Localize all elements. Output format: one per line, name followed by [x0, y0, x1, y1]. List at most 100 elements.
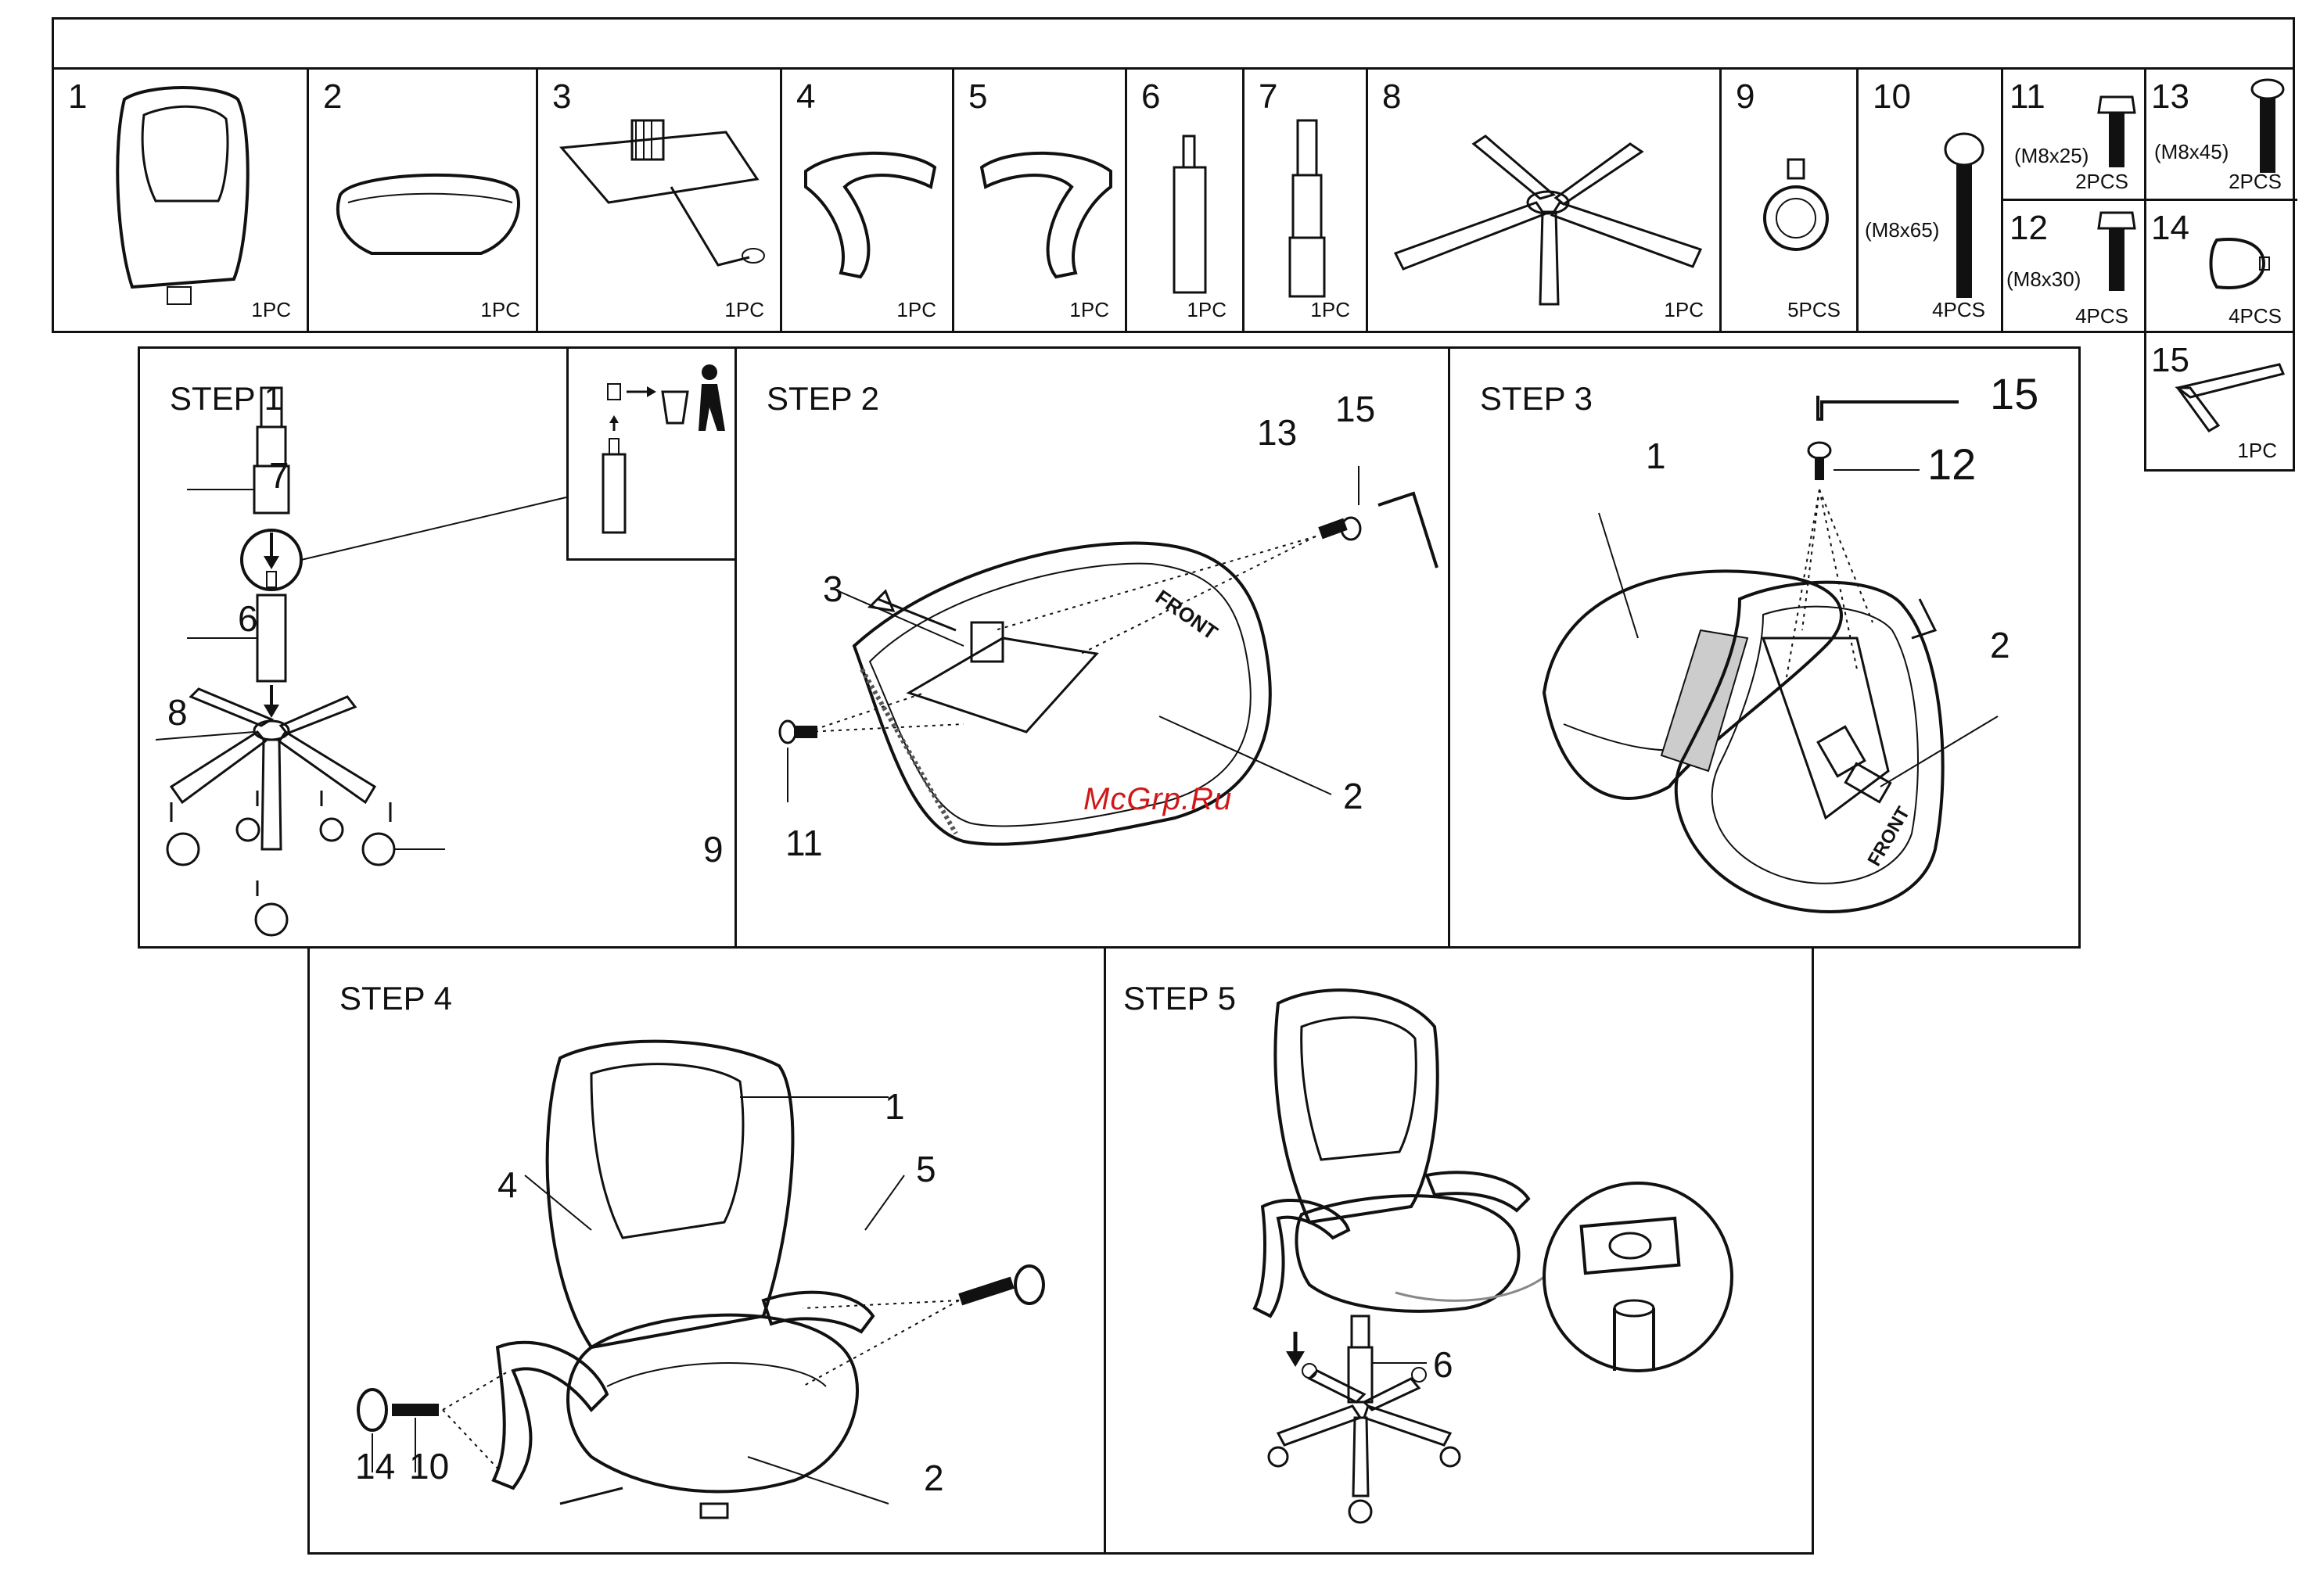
part-qty: 1PC [480, 298, 520, 322]
part-qty: 4PCS [2075, 304, 2128, 328]
part-12: 12 (M8x30) 4PCS [2003, 201, 2144, 333]
callout-6: 6 [1433, 1343, 1453, 1386]
part-10: 10 (M8x65) 4PCS [1859, 70, 2003, 333]
seat-icon [325, 163, 528, 273]
part-qty: 1PC [2237, 439, 2277, 463]
caster-icon [1753, 156, 1839, 257]
part-number: 2 [323, 77, 342, 117]
part-2: 2 1PC [309, 70, 538, 333]
callout-8: 8 [167, 691, 188, 733]
part-qty: 1PC [1664, 298, 1704, 322]
part-spec: (M8x45) [2154, 140, 2229, 164]
step-3-panel: STEP 3 FRONT 15 1 12 2 [1448, 346, 2081, 949]
callout-9: 9 [703, 828, 724, 870]
part-15: 15 1PC [2144, 331, 2295, 472]
callout-15: 15 [1990, 368, 2038, 419]
base-icon [1380, 117, 1716, 312]
part-qty: 2PCS [2229, 170, 2282, 194]
step-4-assembly [357, 1019, 1076, 1551]
callout-13: 13 [1257, 411, 1297, 454]
watermark: McGrp.Ru [1083, 782, 1232, 817]
part-number: 5 [968, 77, 987, 117]
step-2-panel: STEP 2 FRONT 3 13 15 11 2 [734, 346, 1450, 949]
backrest-icon [101, 84, 257, 318]
callout-10: 10 [409, 1445, 449, 1487]
part-number: 1 [68, 77, 87, 117]
part-qty: 5PCS [1787, 298, 1841, 322]
callout-2: 2 [1990, 624, 2010, 666]
part-number: 7 [1259, 77, 1277, 117]
callout-12: 12 [1927, 439, 1976, 490]
part-qty: 2PCS [2075, 170, 2128, 194]
callout-6: 6 [238, 597, 258, 640]
bolt-icon [2097, 93, 2136, 171]
part-number: 10 [1873, 77, 1911, 117]
part-number: 6 [1141, 77, 1160, 117]
part-11: 11 (M8x25) 2PCS [2003, 70, 2144, 201]
part-qty: 1PC [1187, 298, 1227, 322]
step-5-panel: STEP 5 6 [1104, 946, 1814, 1555]
left-armrest-icon [798, 140, 946, 296]
callout-1: 1 [885, 1085, 905, 1128]
part-qty: 1PC [1069, 298, 1109, 322]
parts-table: 1 1PC 2 1PC 3 [52, 17, 2295, 333]
bolt-icon [2097, 209, 2136, 303]
part-number: 9 [1736, 77, 1755, 117]
part-14: 14 4PCS [2146, 201, 2297, 333]
step-5-assembly [1247, 980, 1802, 1543]
part-number: 11 [2010, 77, 2045, 117]
part-5: 5 1PC [954, 70, 1127, 333]
callout-11: 11 [785, 822, 823, 864]
part-1: 1 1PC [54, 70, 309, 333]
part-13: 13 (M8x45) 2PCS [2146, 70, 2297, 201]
step-3-assembly [1528, 380, 2060, 943]
callout-5: 5 [916, 1148, 936, 1190]
parts-row: 1 1PC 2 1PC 3 [54, 70, 2293, 333]
bolt-icon [1941, 132, 1988, 304]
part-number: 8 [1382, 77, 1401, 117]
part-qty: 1PC [896, 298, 936, 322]
part-qty: 4PCS [1932, 298, 1985, 322]
part-number: 4 [796, 77, 815, 117]
part-number: 3 [552, 77, 571, 117]
step-4-panel: STEP 4 1 4 5 14 10 2 [307, 946, 1106, 1555]
allen-key-icon [2162, 357, 2287, 443]
part-spec: (M8x30) [2006, 267, 2081, 292]
step-2-assembly [768, 474, 1441, 912]
step-1-panel: STEP 1 [138, 346, 737, 949]
part-number: 13 [2151, 77, 2189, 117]
part-6: 6 1PC [1127, 70, 1244, 333]
part-number: 14 [2151, 209, 2189, 248]
part-spec: (M8x65) [1865, 218, 1939, 242]
step-title: STEP 4 [339, 980, 452, 1017]
callout-3: 3 [823, 568, 843, 610]
right-armrest-icon [970, 140, 1119, 296]
part-4: 4 1PC [782, 70, 954, 333]
bolt-icon [2248, 77, 2287, 179]
part-11-12: 11 (M8x25) 2PCS 12 (M8x30) 4PCS [2003, 70, 2146, 333]
callout-7: 7 [269, 454, 289, 497]
step-1-assembly [156, 380, 641, 943]
part-qty: 1PC [1310, 298, 1350, 322]
part-13-14: 13 (M8x45) 2PCS 14 4PCS [2146, 70, 2297, 333]
part-qty: 4PCS [2229, 304, 2282, 328]
gas-lift-icon [1166, 132, 1213, 304]
step-title: STEP 2 [767, 380, 879, 418]
step-title: STEP 5 [1123, 980, 1236, 1017]
part-8: 8 1PC [1368, 70, 1722, 333]
part-9: 9 5PCS [1722, 70, 1859, 333]
gas-lift-cover-icon [1284, 117, 1331, 304]
callout-15: 15 [1335, 388, 1375, 430]
callout-2: 2 [924, 1457, 944, 1499]
part-spec: (M8x25) [2014, 144, 2089, 168]
part-number: 12 [2010, 209, 2048, 248]
callout-1: 1 [1646, 435, 1666, 477]
part-qty: 1PC [251, 298, 291, 322]
part-7: 7 1PC [1244, 70, 1368, 333]
part-3: 3 1PC [538, 70, 782, 333]
callout-14: 14 [355, 1445, 395, 1487]
mechanism-icon [546, 117, 773, 296]
callout-2: 2 [1343, 775, 1363, 817]
part-qty: 1PC [724, 298, 764, 322]
cap-icon [2201, 232, 2272, 295]
